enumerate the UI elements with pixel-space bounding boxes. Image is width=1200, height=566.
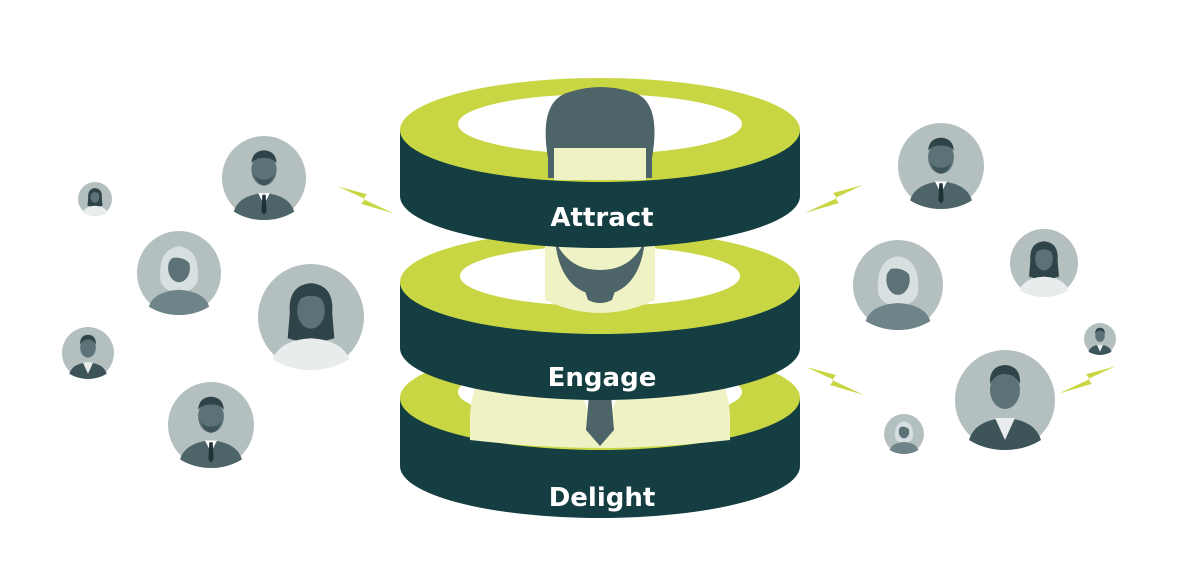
bolt-icon — [805, 185, 863, 213]
person-avatar — [853, 240, 943, 330]
person-avatar — [168, 382, 254, 468]
person-avatar — [1084, 323, 1116, 355]
person-avatar — [78, 182, 112, 216]
bolt-icon — [1058, 366, 1115, 394]
person-avatar — [62, 327, 114, 379]
person-avatar — [955, 350, 1055, 450]
person-avatar — [258, 264, 364, 370]
ring-label-engage: Engage — [548, 363, 657, 393]
person-avatar — [1010, 229, 1078, 297]
person-avatar — [222, 136, 306, 220]
central-person-head — [545, 87, 655, 180]
ring-label-attract: Attract — [550, 203, 653, 233]
bolt-icon — [338, 186, 395, 214]
person-avatar — [898, 123, 984, 209]
bolt-icon — [806, 367, 864, 395]
person-avatar — [884, 414, 924, 454]
left-people — [62, 136, 364, 468]
person-avatar — [137, 231, 221, 315]
ring-label-delight: Delight — [549, 483, 656, 513]
right-people — [853, 123, 1116, 454]
